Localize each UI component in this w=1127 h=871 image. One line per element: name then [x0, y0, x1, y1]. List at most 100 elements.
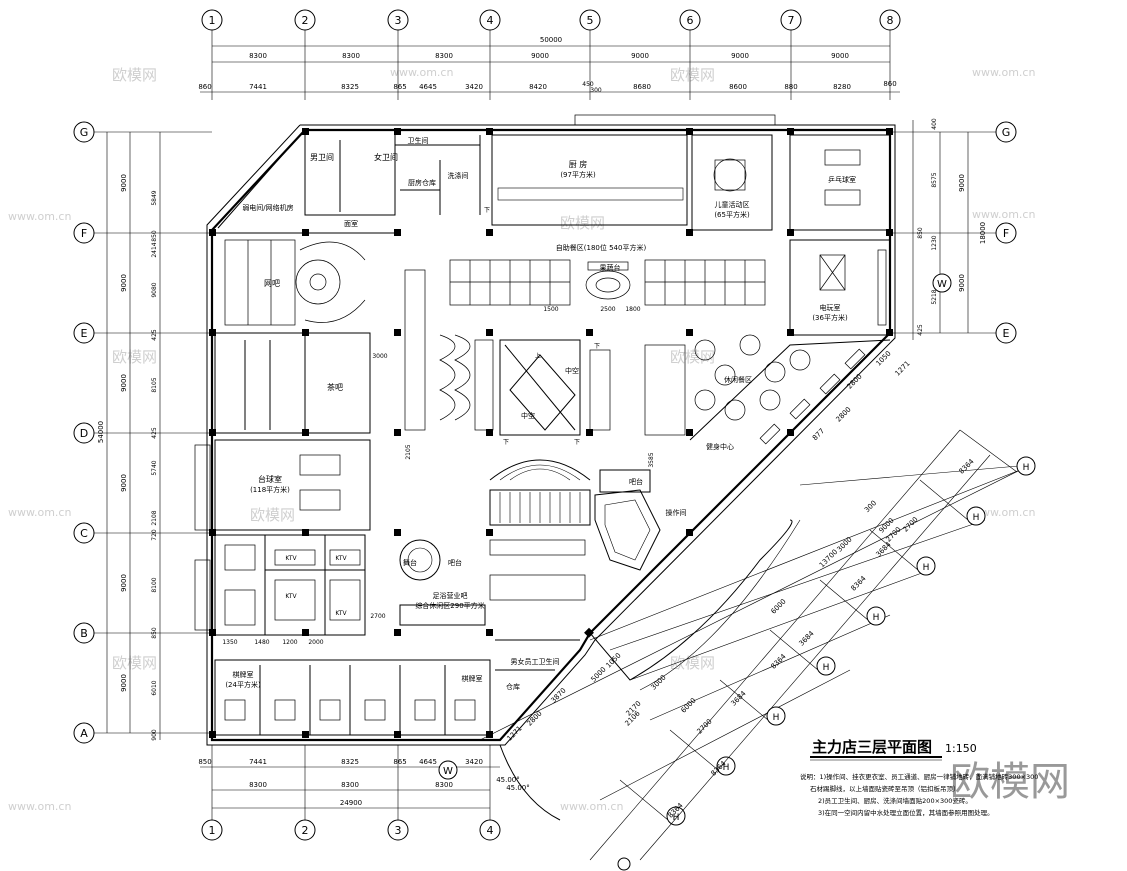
watermark-url: www.om.cn: [972, 506, 1035, 519]
dim: 45.00°: [496, 776, 520, 784]
room-chess: 棋牌室: [233, 670, 254, 679]
dim: 8364: [849, 574, 868, 593]
axis-label: G: [1002, 126, 1011, 139]
room-kitchen-area: (97平方米): [560, 170, 596, 179]
watermark-brand: 欧模网: [112, 66, 157, 84]
dim-label: 1350: [222, 639, 237, 646]
room-fruit: 果蔬台: [600, 263, 621, 272]
room-operation: 操作间: [666, 508, 687, 517]
dim: 8105: [151, 377, 158, 392]
dim: 850: [198, 758, 211, 766]
axis-label: D: [80, 427, 88, 440]
dim: 9000: [120, 274, 128, 292]
dim: 3684: [729, 689, 748, 708]
dim: 4645: [419, 83, 437, 91]
section-marker-w: W: [443, 766, 453, 777]
dim: 8300: [435, 781, 453, 789]
dim: 8300: [342, 52, 360, 60]
watermark-brand: 欧模网: [670, 654, 715, 672]
watermark-brand: 欧模网: [250, 506, 295, 524]
room-tea: 茶吧: [327, 382, 343, 392]
stair-dn: 下: [594, 343, 600, 350]
room-net-bar: 网吧: [264, 279, 280, 288]
dim: 8300: [341, 781, 359, 789]
dim: 8100: [151, 577, 158, 592]
axis-label: H: [923, 563, 930, 573]
dim: 720: [151, 529, 158, 541]
room-bar2: 吧台: [448, 558, 462, 567]
dim: 8300: [249, 781, 267, 789]
dim: 850: [917, 227, 924, 239]
dim: 9000: [831, 52, 849, 60]
axis-label: 3: [395, 14, 402, 27]
dim: 13700: [818, 548, 839, 569]
axis-label: H: [873, 613, 880, 623]
dim: 2800: [834, 405, 852, 423]
dim: 3420: [465, 758, 483, 766]
watermark-url: www.om.cn: [8, 506, 71, 519]
watermarks: 欧模网 www.om.cn 欧模网 www.om.cn www.om.cn 欧模…: [8, 66, 1070, 813]
dim: 1271: [893, 359, 911, 377]
dim: 45.00°: [506, 784, 530, 792]
axis-label: 4: [487, 14, 494, 27]
note-line: 3)在同一空间内留中水处理立面位置，其墙面参照用图处理。: [818, 808, 994, 817]
drawing-scale: 1:150: [945, 742, 977, 755]
room-chess-area: (24平方米): [225, 680, 261, 689]
dim: 9000: [120, 674, 128, 692]
watermark-url: www.om.cn: [390, 66, 453, 79]
interior-walls: [214, 134, 891, 736]
room-store: 仓库: [506, 682, 520, 691]
room-pingpong: 乒乓球室: [828, 175, 856, 184]
watermark-brand: 欧模网: [670, 66, 715, 84]
room-women-wc: 女卫间: [374, 152, 398, 162]
watermark-logo: 欧模网: [950, 759, 1070, 805]
dim: 2414: [151, 242, 158, 257]
dim-label: 3000: [372, 353, 387, 360]
axis-label: H: [773, 713, 780, 723]
room-weak-elec: 弱电间/网络机房: [242, 203, 293, 212]
dim-label: 2105: [405, 444, 412, 459]
room-computer-area: (36平方米): [812, 313, 848, 322]
room-kids: 儿童活动区: [715, 200, 750, 209]
dim: 8420: [529, 83, 547, 91]
stair-dn: 下: [503, 439, 509, 446]
axis-label: B: [80, 627, 88, 640]
dim: 300: [590, 87, 602, 94]
stair-up: 上: [535, 352, 541, 360]
dim: 9000: [631, 52, 649, 60]
note-line: 说明：1)操作间、挂衣更衣室、员工通道、厨房一律铺地砖，面满铺地砖300×300: [800, 772, 1038, 781]
dim: 8600: [729, 83, 747, 91]
watermark-url: www.om.cn: [972, 208, 1035, 221]
dim: 8300: [435, 52, 453, 60]
dim-left-total: 54000: [97, 421, 105, 443]
stair-dn: 下: [484, 207, 490, 214]
room-lounge: 足浴营业吧: [433, 591, 468, 600]
dim: 6000: [679, 696, 697, 714]
dim: 2700: [695, 717, 713, 735]
room-computer: 电玩室: [820, 303, 841, 312]
dim: 900: [151, 729, 158, 741]
room-kitchen: 厨 房: [569, 159, 588, 169]
dim: 9000: [120, 174, 128, 192]
dim: 425: [151, 329, 158, 341]
top-axis: 1 2 3 4 5 6 7 8 50000 8300 8300 8300 900…: [198, 9, 901, 100]
dim: 2108: [151, 510, 158, 525]
dim: 865: [393, 83, 406, 91]
axis-label: 5: [587, 14, 594, 27]
axis-label: 8: [887, 14, 894, 27]
note-line: 2)员工卫生间、厨房、洗涤间墙面贴200×300瓷砖。: [818, 796, 972, 805]
dim: 8364: [769, 652, 788, 671]
room-kids-area: (65平方米): [714, 210, 750, 219]
axis-label: E: [81, 327, 88, 340]
axis-label: H: [823, 663, 830, 673]
dim: 5740: [151, 460, 158, 475]
axis-label: 2: [302, 824, 309, 837]
dim: 9080: [151, 282, 158, 297]
room-leisure: 休闲餐区: [724, 375, 752, 384]
room-lounge-area: 综合休闲区290平方米: [415, 601, 484, 610]
dim: 6010: [151, 680, 158, 695]
watermark-brand: 欧模网: [560, 214, 605, 232]
dim: 8364: [957, 457, 976, 476]
dim: 8680: [633, 83, 651, 91]
dim: 877: [811, 427, 826, 442]
